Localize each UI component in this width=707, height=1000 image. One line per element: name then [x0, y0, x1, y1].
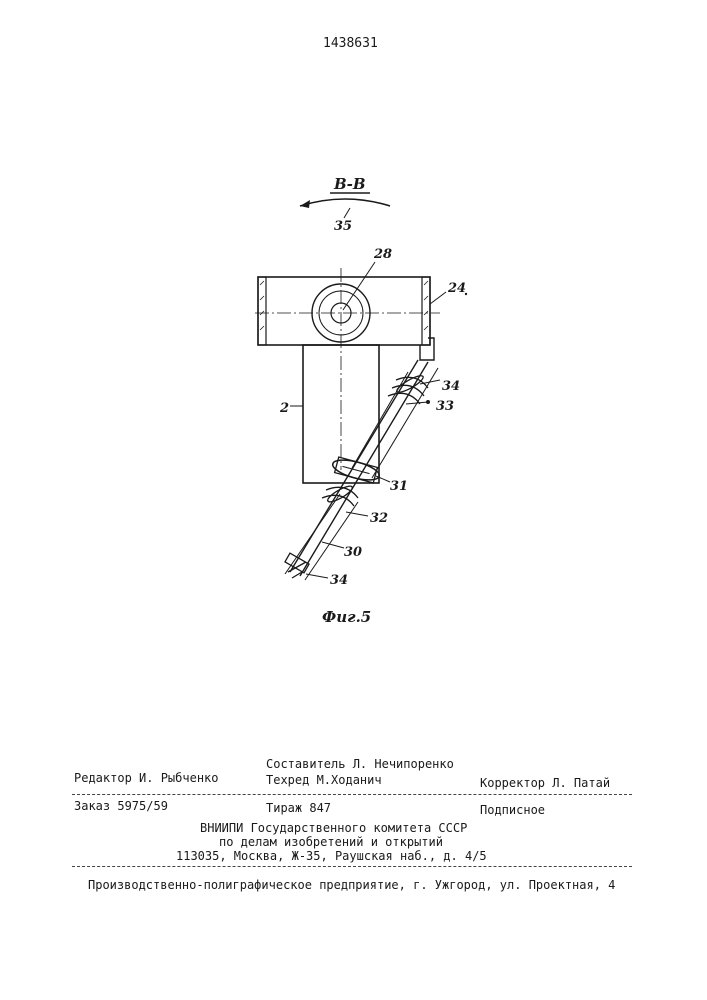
divider-1 — [72, 794, 632, 795]
techred-line: Техред М.Ходанич — [266, 773, 382, 787]
rod-line-b — [300, 362, 428, 576]
editor-line: Редактор И. Рыбченко — [74, 771, 219, 785]
section-label: В-В — [333, 175, 366, 193]
label-28: 28 — [373, 247, 392, 262]
housing-right-wall — [422, 277, 430, 345]
label-34-bottom: 34 — [330, 573, 348, 588]
label-33: 33 — [436, 399, 454, 414]
leader-24 — [430, 292, 446, 304]
label-2: 2 — [279, 401, 289, 416]
rod-line-f — [305, 502, 358, 580]
org-line-2: по делам изобретений и открытий — [219, 835, 443, 849]
label-32: 32 — [370, 511, 388, 526]
leader-35 — [344, 208, 350, 218]
rotation-arrow-head — [300, 200, 310, 208]
label-35: 35 — [334, 219, 352, 234]
rotation-arc — [300, 199, 390, 206]
org-line-1: ВНИИПИ Государственного комитета СССР — [200, 821, 467, 835]
compiler-line: Составитель Л. Нечипоренко — [266, 757, 454, 771]
label-24: 24 — [447, 281, 466, 296]
housing-left-wall — [258, 277, 266, 345]
rod-line-e — [285, 494, 340, 574]
corrector-line: Корректор Л. Патай — [480, 776, 610, 790]
rod-line-d — [372, 368, 438, 478]
subscription-line: Подписное — [480, 803, 545, 817]
leader-31 — [376, 476, 390, 482]
leader-28 — [343, 262, 375, 310]
org-line-3: 113035, Москва, Ж-35, Раушская наб., д. … — [176, 849, 487, 863]
figure-caption: Фиг.5 — [322, 608, 371, 626]
circulation-line: Тираж 847 — [266, 801, 331, 815]
printer-line: Производственно-полиграфическое предприя… — [88, 878, 615, 892]
label-30: 30 — [344, 545, 362, 560]
label-31: 31 — [390, 479, 408, 494]
leader-30 — [322, 542, 344, 548]
divider-2 — [72, 866, 632, 867]
order-line: Заказ 5975/59 — [74, 799, 168, 813]
leader-34-bottom — [306, 574, 328, 578]
label-34-top: 34 — [442, 379, 460, 394]
